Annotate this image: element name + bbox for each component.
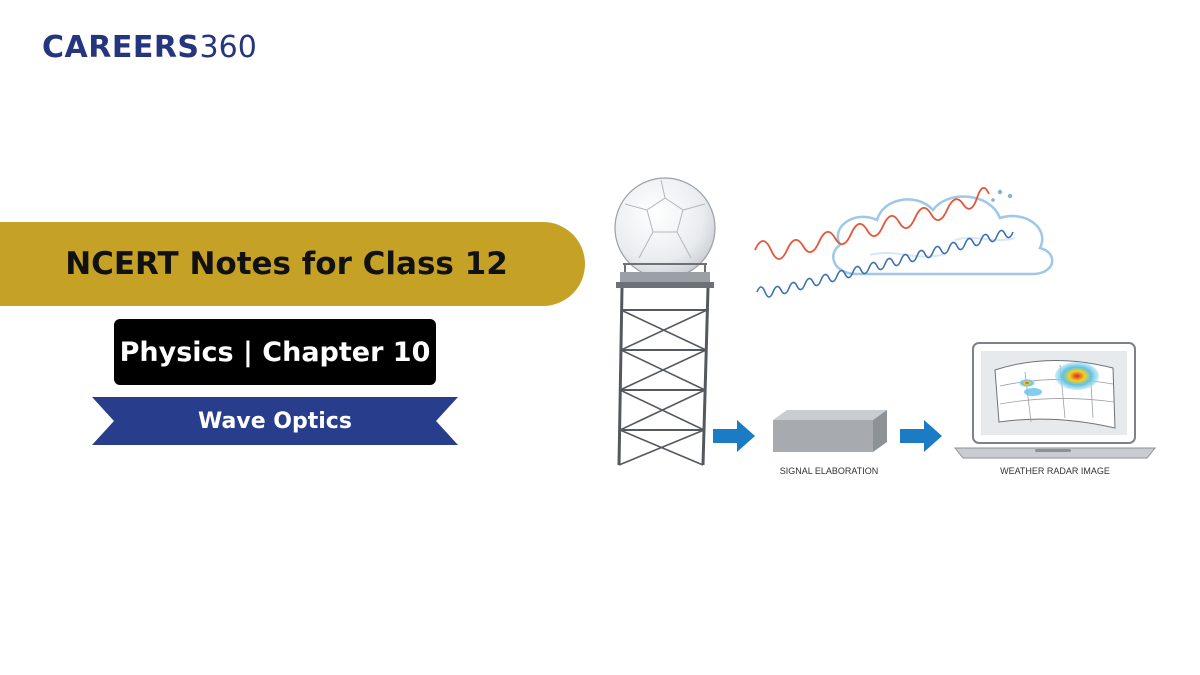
blue-wave-icon <box>756 229 1014 298</box>
signal-processor-icon <box>773 410 887 452</box>
weather-radar-caption: WEATHER RADAR IMAGE <box>1000 466 1110 476</box>
radar-tower-icon <box>614 177 716 466</box>
topic-ribbon: Wave Optics <box>92 397 458 445</box>
logo-number: 360 <box>199 30 257 65</box>
headline-banner: NCERT Notes for Class 12 <box>0 222 585 306</box>
topic-ribbon-text: Wave Optics <box>198 408 352 434</box>
weather-radar-illustration: SIGNAL ELABORATION WEATHER RADAR IMAGE <box>614 177 1157 476</box>
arrow-right-icon <box>713 420 755 452</box>
subject-badge: Physics | Chapter 10 <box>114 319 436 385</box>
subject-badge-text: Physics | Chapter 10 <box>119 336 431 368</box>
logo-word: CAREERS <box>42 30 200 65</box>
arrow-right-icon <box>900 420 942 452</box>
red-wave-icon <box>754 187 990 260</box>
laptop-icon <box>953 342 1157 459</box>
signal-elaboration-caption: SIGNAL ELABORATION <box>780 466 879 476</box>
careers360-logo[interactable]: CAREERS360 <box>42 30 257 66</box>
cloud-icon <box>832 189 1054 276</box>
headline-text: NCERT Notes for Class 12 <box>65 246 508 282</box>
